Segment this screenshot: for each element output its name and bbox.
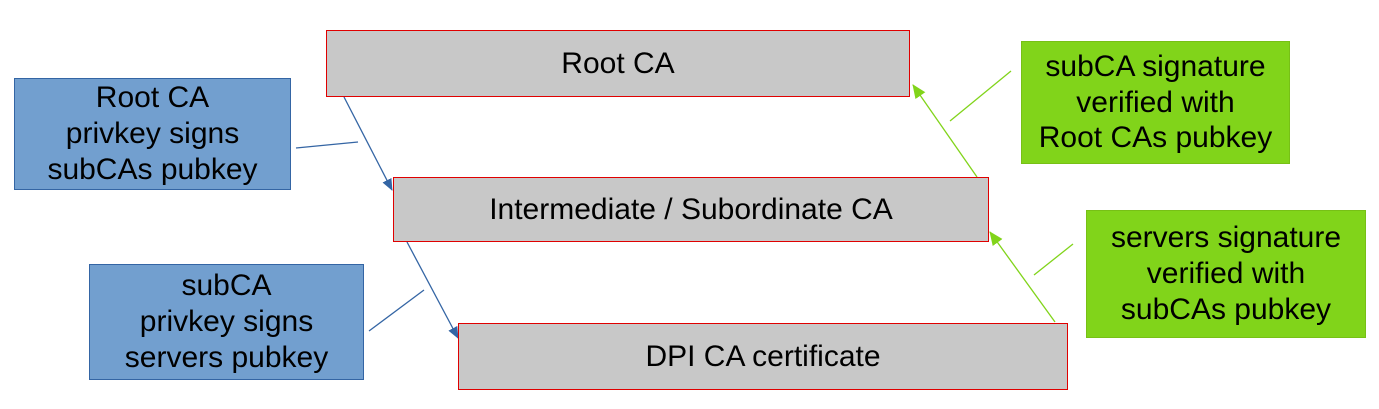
- sign-arrow-intermediate-to-dpi: [406, 241, 459, 339]
- intermediate-ca-label: Intermediate / Subordinate CA: [489, 192, 893, 226]
- subca-signs-note: subCA privkey signs servers pubkey: [89, 264, 364, 380]
- root-ca-node: Root CA: [326, 30, 910, 97]
- verify-arrow-dpi-to-intermediate: [989, 231, 1056, 323]
- dpi-ca-label: DPI CA certificate: [645, 339, 881, 373]
- root-ca-label: Root CA: [561, 46, 675, 80]
- servers-verified-note: servers signature verified with subCAs p…: [1086, 210, 1366, 338]
- callout-line-sub-verified: [949, 70, 1012, 122]
- root-ca-signs-text: Root CA privkey signs subCAs pubkey: [47, 81, 258, 186]
- intermediate-ca-node: Intermediate / Subordinate CA: [393, 177, 989, 242]
- callout-line-server-verified: [1033, 243, 1074, 276]
- subca-verified-note: subCA signature verified with Root CAs p…: [1021, 41, 1290, 164]
- verify-arrow-intermediate-to-root: [912, 84, 978, 178]
- callout-line-root-signs: [295, 141, 359, 149]
- servers-verified-text: servers signature verified with subCAs p…: [1110, 221, 1342, 326]
- sign-arrow-root-to-intermediate: [343, 96, 393, 191]
- dpi-ca-node: DPI CA certificate: [458, 323, 1068, 390]
- callout-line-sub-signs: [368, 289, 425, 332]
- subca-signs-text: subCA privkey signs servers pubkey: [124, 269, 329, 374]
- subca-verified-text: subCA signature verified with Root CAs p…: [1038, 49, 1273, 155]
- root-ca-signs-note: Root CA privkey signs subCAs pubkey: [14, 78, 291, 190]
